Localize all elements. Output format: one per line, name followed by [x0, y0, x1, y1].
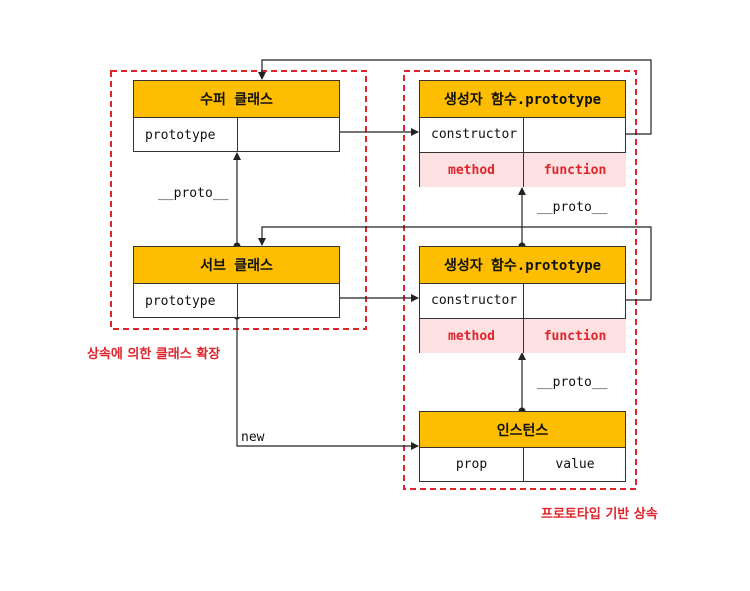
new-label: new: [241, 430, 265, 445]
top-function-cell: function: [524, 153, 626, 187]
top-prototype-divider: [523, 117, 524, 186]
proto-label-left: __proto__: [158, 186, 229, 201]
new-arrow: [236, 316, 419, 450]
mid-function-cell: function: [524, 319, 626, 353]
top-constructor-loop-arrow: [258, 59, 652, 135]
super-class-divider: [237, 117, 238, 151]
super-class-box: 수퍼 클래스 prototype: [133, 80, 340, 152]
instance-title: 인스턴스: [420, 412, 625, 448]
prototype-inheritance-caption: 프로토타입 기반 상속: [541, 507, 658, 522]
sub-class-box: 서브 클래스 prototype: [133, 246, 340, 318]
mid-method-cell: method: [420, 319, 523, 353]
instance-value-cell: value: [555, 457, 595, 472]
sub-class-divider: [237, 283, 238, 317]
instance-box: 인스턴스 prop value: [419, 411, 626, 482]
proto-label-right-top: __proto__: [537, 200, 608, 215]
super-class-title: 수퍼 클래스: [134, 81, 339, 118]
mid-prototype-box: 생성자 함수.prototype constructor method func…: [419, 246, 626, 353]
class-extension-frame: [110, 70, 367, 330]
mid-prototype-title: 생성자 함수.prototype: [420, 247, 625, 284]
sub-class-title: 서브 클래스: [134, 247, 339, 284]
top-method-cell: method: [420, 153, 523, 187]
super-class-prototype-cell: prototype: [145, 127, 216, 143]
instance-divider: [523, 447, 524, 481]
mid-prototype-divider: [523, 283, 524, 352]
class-extension-caption: 상속에 의한 클래스 확장: [87, 347, 221, 362]
mid-constructor-loop-arrow: [258, 226, 652, 301]
top-prototype-title: 생성자 함수.prototype: [420, 81, 625, 118]
mid-row-divider: [420, 318, 625, 319]
top-constructor-cell: constructor: [431, 127, 518, 142]
instance-prop-cell: prop: [455, 457, 488, 472]
sub-class-prototype-cell: prototype: [145, 293, 216, 309]
mid-constructor-cell: constructor: [431, 293, 518, 308]
prototype-inheritance-frame: [403, 70, 637, 490]
proto-label-right-bottom: __proto__: [537, 375, 608, 390]
top-prototype-box: 생성자 함수.prototype constructor method func…: [419, 80, 626, 187]
top-row-divider: [420, 152, 625, 153]
